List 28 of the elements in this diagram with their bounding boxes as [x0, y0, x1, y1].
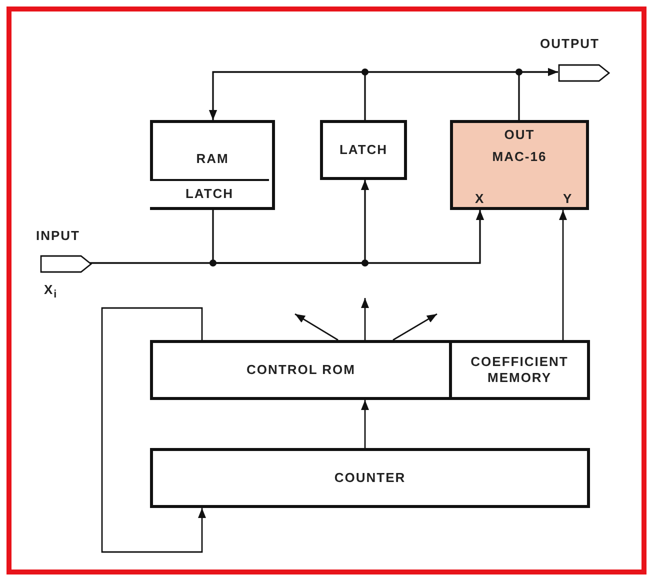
control-rom-block	[150, 340, 452, 400]
latch-section	[150, 179, 269, 207]
connector-arrow	[212, 210, 484, 264]
block-label: COUNTER	[334, 470, 406, 486]
connector-arrow	[518, 68, 558, 120]
connector-arrow	[361, 298, 369, 340]
connector-arrow	[294, 313, 338, 341]
signal-label: X$_{i}$	[44, 282, 58, 303]
connector-arrow	[101, 307, 206, 553]
port-label: X	[475, 191, 485, 206]
port-label: OUTPUT	[540, 36, 600, 51]
latch-block	[320, 120, 407, 180]
block-label: LATCH	[339, 142, 388, 158]
memory-block	[150, 120, 275, 210]
block-label: LATCH	[185, 186, 234, 202]
port-label: INPUT	[36, 228, 80, 243]
connector-arrow	[559, 210, 567, 340]
block-label: RAM	[195, 151, 230, 166]
block-label: CONTROL ROM	[246, 362, 356, 378]
connector-arrow	[361, 400, 369, 448]
block-label: COEFFICIENT MEMORY	[470, 354, 570, 386]
coefficient-memory-block	[449, 340, 590, 400]
counter-block	[150, 448, 590, 508]
block-label: MAC-16	[491, 149, 548, 164]
multiplier-block	[450, 120, 589, 210]
port-label: OUT	[503, 127, 536, 142]
connector-arrow	[392, 313, 438, 341]
port-label: Y	[563, 191, 573, 206]
